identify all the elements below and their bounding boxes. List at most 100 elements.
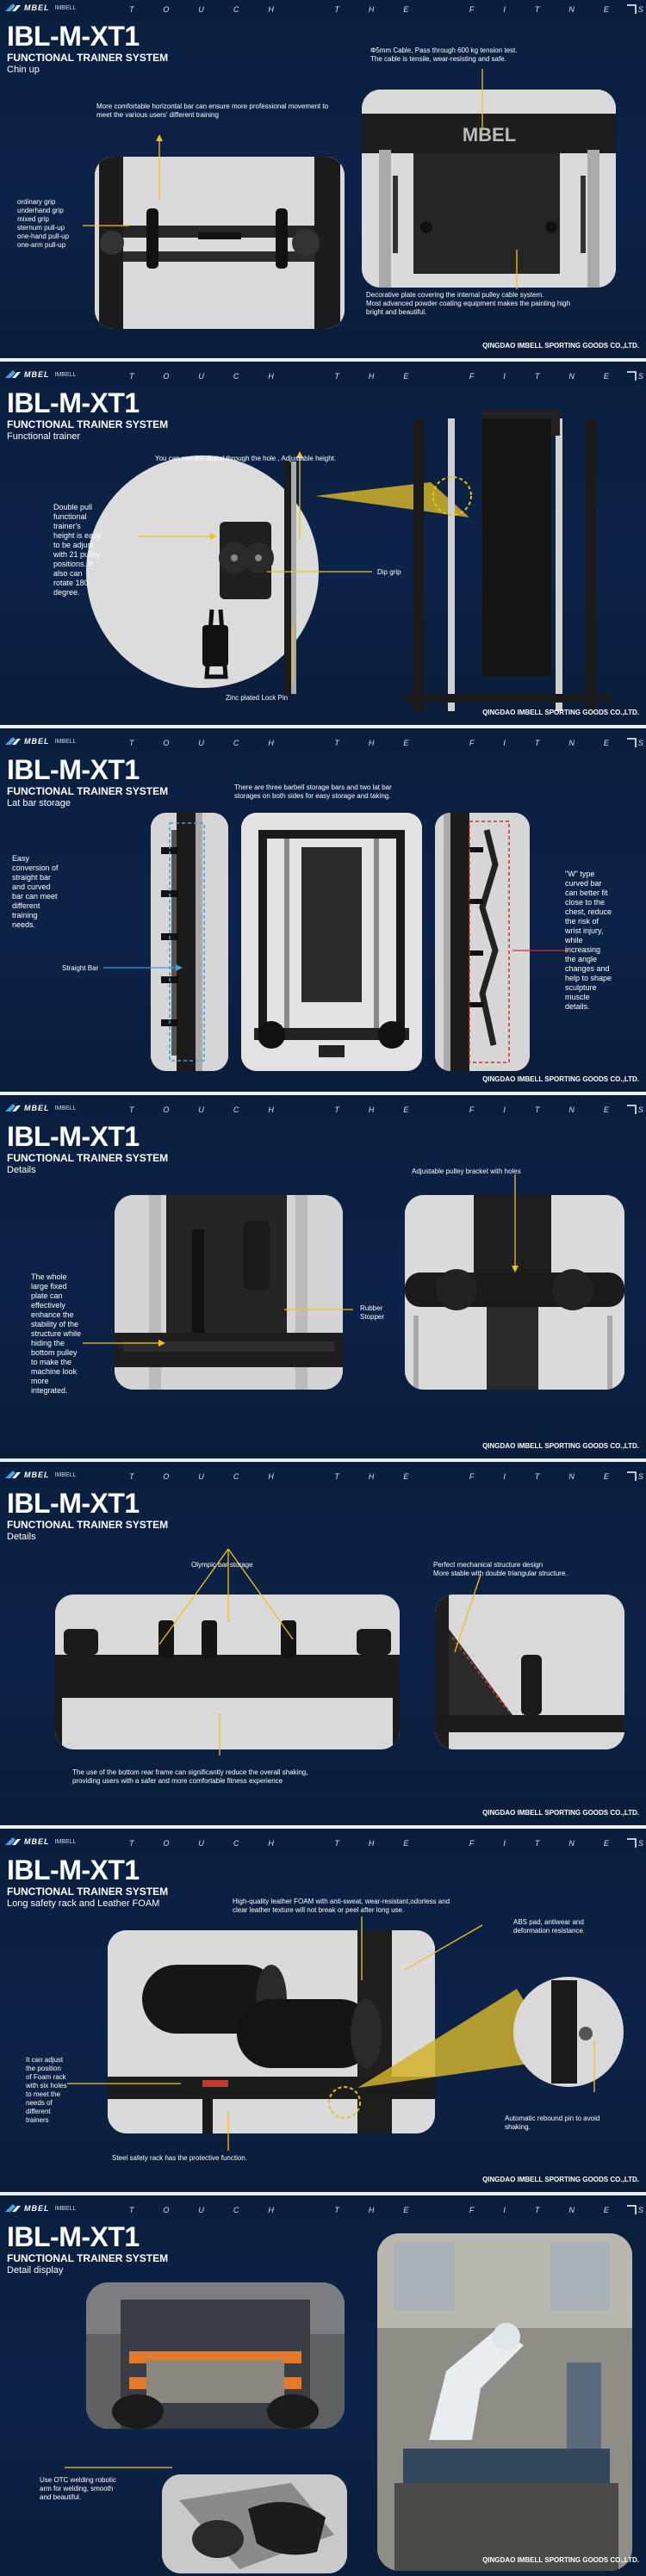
header-strip: MBEL IMBELL TOUCH THE FITNESS LIFE — [0, 367, 646, 386]
w-bar-note: "W" type curved bar can better fit close… — [565, 870, 612, 1011]
brand-logo: MBEL IMBELL — [5, 1103, 76, 1113]
section-subtitle: Long safety rack and Leather FOAM — [7, 1898, 160, 1909]
logo-subtext: IMBELL — [54, 738, 77, 745]
rebound-pin-note: Automatic rebound pin to avoid shaking. — [505, 2115, 600, 2131]
curved-bar-image — [435, 813, 530, 1071]
model-title: IBL-M-XT1 — [7, 1488, 140, 1519]
welder-photo — [86, 2282, 345, 2429]
logo-icon — [5, 3, 21, 11]
bar-note: More comfortable horizontal bar can ensu… — [96, 102, 329, 119]
panel-details-storage: MBEL IMBELL TOUCH THE FITNESS LIFE IBL-M… — [0, 1467, 646, 1829]
series-title: FUNCTIONAL TRAINER SYSTEM — [7, 418, 169, 430]
logo-icon — [5, 737, 21, 745]
brand-logo: MBEL IMBELL — [5, 2203, 76, 2214]
corner-mark-icon — [627, 738, 637, 747]
brand-logo: MBEL IMBELL — [5, 736, 76, 746]
base-plate-image — [115, 1195, 343, 1390]
tagline: TOUCH THE FITNESS LIFE — [129, 1472, 646, 1481]
brand-logo: MBEL IMBELL — [5, 369, 76, 380]
storage-note: There are three barbell storage bars and… — [234, 783, 392, 800]
company-footer: QINGDAO IMBELL SPORTING GOODS CO.,LTD. — [482, 1075, 639, 1083]
corner-mark-icon — [627, 1471, 637, 1481]
chin-up-bar-image — [95, 157, 345, 329]
company-footer: QINGDAO IMBELL SPORTING GOODS CO.,LTD. — [482, 1442, 639, 1450]
series-title: FUNCTIONAL TRAINER SYSTEM — [7, 1886, 169, 1898]
logo-subtext: IMBELL — [54, 371, 77, 378]
pulley-note: Double pull functional trainer's height … — [53, 503, 102, 597]
logo-text: MBEL — [24, 370, 50, 379]
cable-note: Φ5mm Cable, Pass through 600 kg tension … — [370, 46, 518, 63]
plate-note: Decorative plate covering the internal p… — [366, 291, 571, 316]
corner-mark-icon — [627, 4, 637, 14]
logo-text: MBEL — [24, 1837, 50, 1846]
brand-logo: MBEL IMBELL — [5, 1836, 76, 1847]
logo-icon — [5, 1104, 21, 1112]
tagline: TOUCH THE FITNESS LIFE — [129, 2206, 646, 2214]
logo-subtext: IMBELL — [54, 2205, 77, 2212]
section-subtitle: Detail display — [7, 2265, 64, 2276]
frame-brand-text: MBEL — [463, 124, 516, 146]
hole-note: You can see the digital through the hole… — [155, 455, 337, 462]
section-subtitle: Functional trainer — [7, 431, 80, 442]
welding-note: Use OTC welding robotic arm for welding,… — [40, 2476, 116, 2501]
series-title: FUNCTIONAL TRAINER SYSTEM — [7, 1519, 169, 1531]
abs-pad-note: ABS pad, antiwear and deformation resist… — [513, 1918, 584, 1935]
straight-bar-label: Straight Bar — [62, 964, 99, 972]
triangle-structure-image — [435, 1595, 624, 1749]
logo-icon — [5, 1837, 21, 1845]
straight-bar-image — [151, 813, 228, 1071]
company-footer: QINGDAO IMBELL SPORTING GOODS CO.,LTD. — [482, 1809, 639, 1817]
section-subtitle: Details — [7, 1165, 36, 1175]
series-title: FUNCTIONAL TRAINER SYSTEM — [7, 785, 169, 797]
company-footer: QINGDAO IMBELL SPORTING GOODS CO.,LTD. — [482, 2176, 639, 2183]
logo-icon — [5, 2204, 21, 2212]
corner-mark-icon — [627, 2205, 637, 2214]
series-title: FUNCTIONAL TRAINER SYSTEM — [7, 1152, 169, 1164]
logo-text: MBEL — [24, 2204, 50, 2213]
section-subtitle: Chin up — [7, 65, 40, 75]
panel-lat-bar-storage: MBEL IMBELL TOUCH THE FITNESS LIFE IBL-M… — [0, 734, 646, 1095]
pulley-bracket-image — [405, 1195, 624, 1390]
company-footer: QINGDAO IMBELL SPORTING GOODS CO.,LTD. — [482, 342, 639, 350]
logo-text: MBEL — [24, 1471, 50, 1479]
model-title: IBL-M-XT1 — [7, 21, 140, 52]
model-title: IBL-M-XT1 — [7, 754, 140, 785]
corner-mark-icon — [627, 371, 637, 381]
logo-subtext: IMBELL — [54, 4, 77, 11]
model-title: IBL-M-XT1 — [7, 387, 140, 418]
header-strip: MBEL IMBELL TOUCH THE FITNESS LIFE — [0, 734, 646, 752]
robot-welding-photo — [377, 2233, 632, 2571]
model-title: IBL-M-XT1 — [7, 2221, 140, 2252]
logo-subtext: IMBELL — [54, 1105, 77, 1112]
steel-rack-note: Steel safety rack has the protective fun… — [112, 2154, 247, 2162]
panel-functional-trainer: MBEL IMBELL TOUCH THE FITNESS LIFE IBL-M… — [0, 367, 646, 728]
brand-logo: MBEL IMBELL — [5, 3, 76, 13]
foam-roller-image — [108, 1930, 435, 2133]
series-title: FUNCTIONAL TRAINER SYSTEM — [7, 2252, 169, 2264]
corner-mark-icon — [627, 1105, 637, 1114]
frame-top-image: MBEL — [362, 90, 616, 288]
panel-details-plate: MBEL IMBELL TOUCH THE FITNESS LIFE IBL-M… — [0, 1100, 646, 1462]
dip-grip-note: Dip grip — [377, 568, 401, 576]
adjust-note: It can adjust the position of Foam rack … — [26, 2056, 67, 2124]
model-title: IBL-M-XT1 — [7, 1855, 140, 1886]
foam-note: High-quality leather FOAM with anti-swea… — [233, 1898, 450, 1914]
plate-note: The whole large fixed plate can effectiv… — [31, 1273, 82, 1395]
header-strip: MBEL IMBELL TOUCH THE FITNESS LIFE — [0, 1100, 646, 1119]
section-subtitle: Lat bar storage — [7, 798, 71, 808]
logo-text: MBEL — [24, 737, 50, 746]
rear-frame-note: The use of the bottom rear frame can sig… — [72, 1768, 308, 1785]
tagline: TOUCH THE FITNESS LIFE — [129, 372, 646, 381]
logo-subtext: IMBELL — [54, 1838, 77, 1845]
model-title: IBL-M-XT1 — [7, 1121, 140, 1152]
tagline: TOUCH THE FITNESS LIFE — [129, 1105, 646, 1114]
bracket-note: Adjustable pulley bracket with holes — [412, 1167, 521, 1175]
logo-text: MBEL — [24, 3, 50, 12]
panel-chin-up: MBEL IMBELL TOUCH THE FITNESS LIFE IBL-M… — [0, 0, 646, 362]
panel-safety-rack: MBEL IMBELL TOUCH THE FITNESS LIFE IBL-M… — [0, 1834, 646, 2195]
mechanical-note: Perfect mechanical structure design More… — [433, 1561, 568, 1577]
tagline: TOUCH THE FITNESS LIFE — [129, 1839, 646, 1848]
logo-subtext: IMBELL — [54, 1471, 77, 1478]
header-strip: MBEL IMBELL TOUCH THE FITNESS LIFE — [0, 0, 646, 19]
header-strip: MBEL IMBELL TOUCH THE FITNESS LIFE — [0, 2201, 646, 2220]
